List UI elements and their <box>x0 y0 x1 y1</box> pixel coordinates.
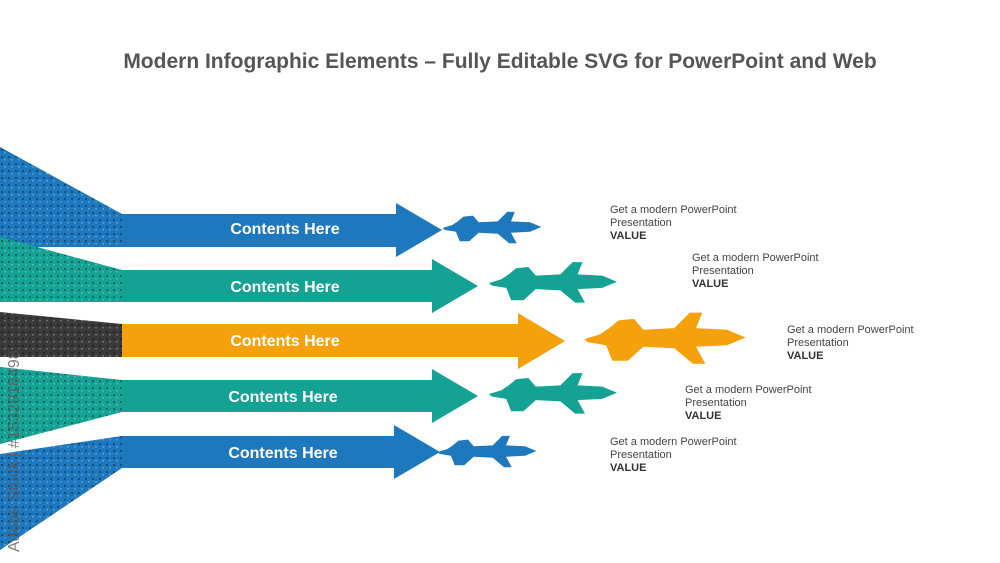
info-value: VALUE <box>692 278 729 290</box>
info-block-2: Get a modern PowerPoint Presentation VAL… <box>692 252 819 291</box>
info-value: VALUE <box>787 350 824 362</box>
row-2: Contents Here <box>0 237 617 313</box>
row-5: Contents Here <box>0 425 537 550</box>
info-line: Get a modern PowerPoint <box>692 252 819 264</box>
jet-icon <box>489 262 617 303</box>
info-line: Presentation <box>610 217 672 229</box>
row-1: Contents Here <box>0 147 542 257</box>
info-line: Get a modern PowerPoint <box>610 204 737 216</box>
jet-icon <box>584 312 746 364</box>
info-block-4: Get a modern PowerPoint Presentation VAL… <box>685 384 812 423</box>
info-value: VALUE <box>685 410 722 422</box>
jet-icon <box>442 211 542 244</box>
info-block-5: Get a modern PowerPoint Presentation VAL… <box>610 436 737 475</box>
arrow-shape[interactable] <box>122 313 565 369</box>
info-block-1: Get a modern PowerPoint Presentation VAL… <box>610 204 737 243</box>
jet-icon <box>489 373 617 414</box>
arrow-label: Contents Here <box>228 389 337 406</box>
arrow-label: Contents Here <box>230 279 339 296</box>
page-title: Modern Infographic Elements – Fully Edit… <box>123 50 877 73</box>
info-value: VALUE <box>610 462 647 474</box>
info-line: Get a modern PowerPoint <box>685 384 812 396</box>
info-line: Presentation <box>692 265 754 277</box>
row-3: Contents Here <box>0 312 746 369</box>
arrow-shape[interactable] <box>122 203 442 257</box>
arrow-label: Contents Here <box>230 221 339 238</box>
jet-icon <box>437 435 537 468</box>
arrow-label: Contents Here <box>230 333 339 350</box>
info-line: Presentation <box>685 397 747 409</box>
info-line: Get a modern PowerPoint <box>787 324 914 336</box>
info-line: Presentation <box>610 449 672 461</box>
info-value: VALUE <box>610 230 647 242</box>
info-line: Get a modern PowerPoint <box>610 436 737 448</box>
arrow-shape[interactable] <box>122 369 478 423</box>
arrow-shape[interactable] <box>122 425 440 479</box>
info-block-3: Get a modern PowerPoint Presentation VAL… <box>787 324 914 363</box>
row-4: Contents Here <box>0 367 617 444</box>
stock-watermark: Adobe Stock | #1532918498 <box>6 350 23 552</box>
info-line: Presentation <box>787 337 849 349</box>
arrow-shape[interactable] <box>122 259 478 313</box>
arrow-label: Contents Here <box>228 445 337 462</box>
